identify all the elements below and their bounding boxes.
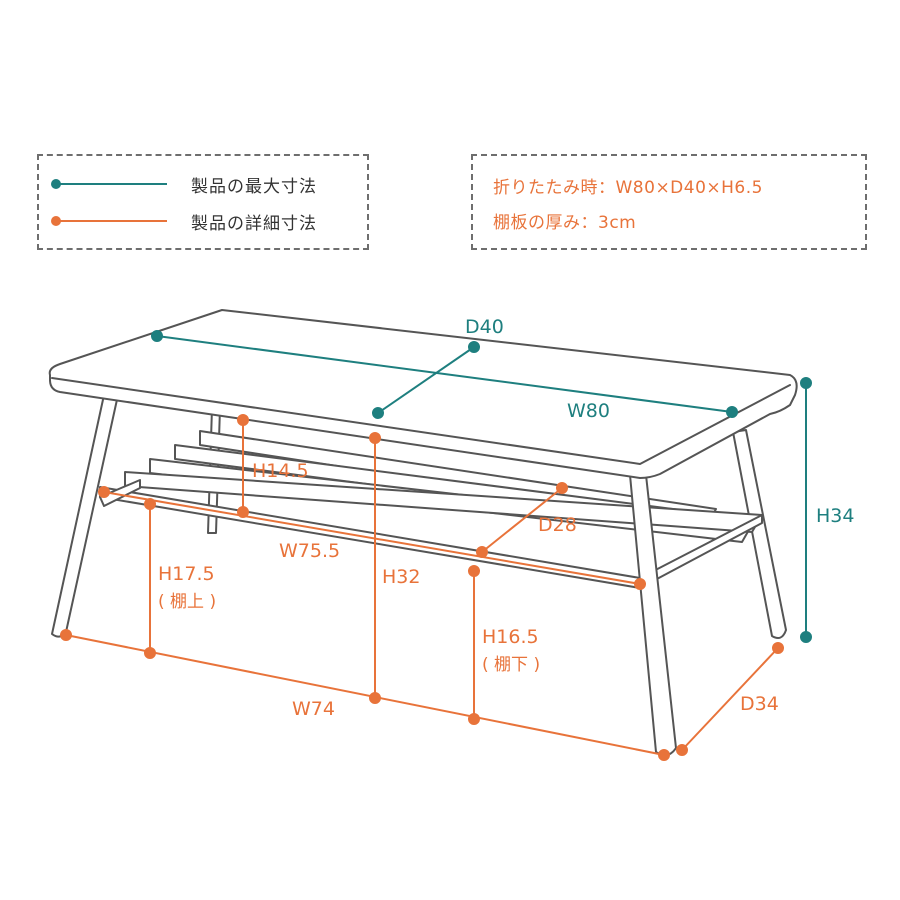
notes-box: 折りたたみ時：W80×D40×H6.5 棚板の厚み：3cm xyxy=(471,154,867,250)
leg-depth-line xyxy=(681,647,779,751)
shelf-depth-line xyxy=(481,487,563,553)
table-top-edge xyxy=(51,377,791,465)
legend-max-label: 製品の最大寸法 xyxy=(191,176,317,197)
dimension-dot xyxy=(476,546,488,558)
dimension-dot xyxy=(369,432,381,444)
left-brace xyxy=(99,479,141,507)
front-left-leg xyxy=(51,394,119,638)
dimension-dot xyxy=(658,749,670,761)
dimension-dot xyxy=(634,578,646,590)
legend-row-detail: 製品の詳細寸法 xyxy=(51,209,317,234)
dimension-dot xyxy=(372,407,384,419)
shelf-width-line xyxy=(103,491,641,585)
teal-line-icon xyxy=(51,179,167,189)
dimension-dot xyxy=(726,406,738,418)
shelf-lower-sub-label: ( 棚下 ) xyxy=(482,655,540,675)
depth-max-line xyxy=(377,346,475,414)
width-max-label: W80 xyxy=(567,400,610,422)
depth-max-label: D40 xyxy=(465,316,504,338)
dimension-dot xyxy=(144,647,156,659)
dimension-dot xyxy=(800,631,812,643)
legend-detail-label: 製品の詳細寸法 xyxy=(191,213,317,234)
shelf-gap-label: H14.5 xyxy=(252,460,309,482)
leg-width-line xyxy=(65,634,665,756)
dimension-dot xyxy=(237,414,249,426)
leg-width-label: W74 xyxy=(292,698,335,720)
dimension-dot xyxy=(676,744,688,756)
dimension-dot xyxy=(151,330,163,342)
orange-line-icon xyxy=(51,216,167,226)
dimension-dot xyxy=(800,377,812,389)
height-inner-label: H32 xyxy=(382,566,420,588)
dimension-dot xyxy=(772,642,784,654)
dimension-dot xyxy=(144,498,156,510)
height-max-label: H34 xyxy=(816,505,854,527)
dimension-dot xyxy=(60,629,72,641)
dimension-dot xyxy=(98,486,110,498)
leg-depth-label: D34 xyxy=(740,693,779,715)
back-right-leg xyxy=(732,429,787,639)
legend-box: 製品の最大寸法 製品の詳細寸法 xyxy=(37,154,369,250)
shelf-depth-label: D28 xyxy=(538,514,577,536)
table-top xyxy=(48,309,798,479)
legend-row-max: 製品の最大寸法 xyxy=(51,172,317,197)
shelf-thickness-note: 棚板の厚み：3cm xyxy=(493,213,637,233)
dimension-dot xyxy=(468,713,480,725)
folded-size-note: 折りたたみ時：W80×D40×H6.5 xyxy=(493,178,763,198)
dimension-dot xyxy=(237,506,249,518)
shelf-upper-sub-label: ( 棚上 ) xyxy=(158,592,216,612)
shelf-slat xyxy=(124,471,763,533)
shelf-width-label: W75.5 xyxy=(279,540,340,562)
dimension-dot xyxy=(556,482,568,494)
dimension-dot xyxy=(468,341,480,353)
shelf-lower-height-label: H16.5 xyxy=(482,626,539,648)
shelf-upper-height-label: H17.5 xyxy=(158,563,215,585)
dimension-dot xyxy=(369,692,381,704)
dimension-dot xyxy=(468,565,480,577)
width-max-line xyxy=(156,335,733,413)
